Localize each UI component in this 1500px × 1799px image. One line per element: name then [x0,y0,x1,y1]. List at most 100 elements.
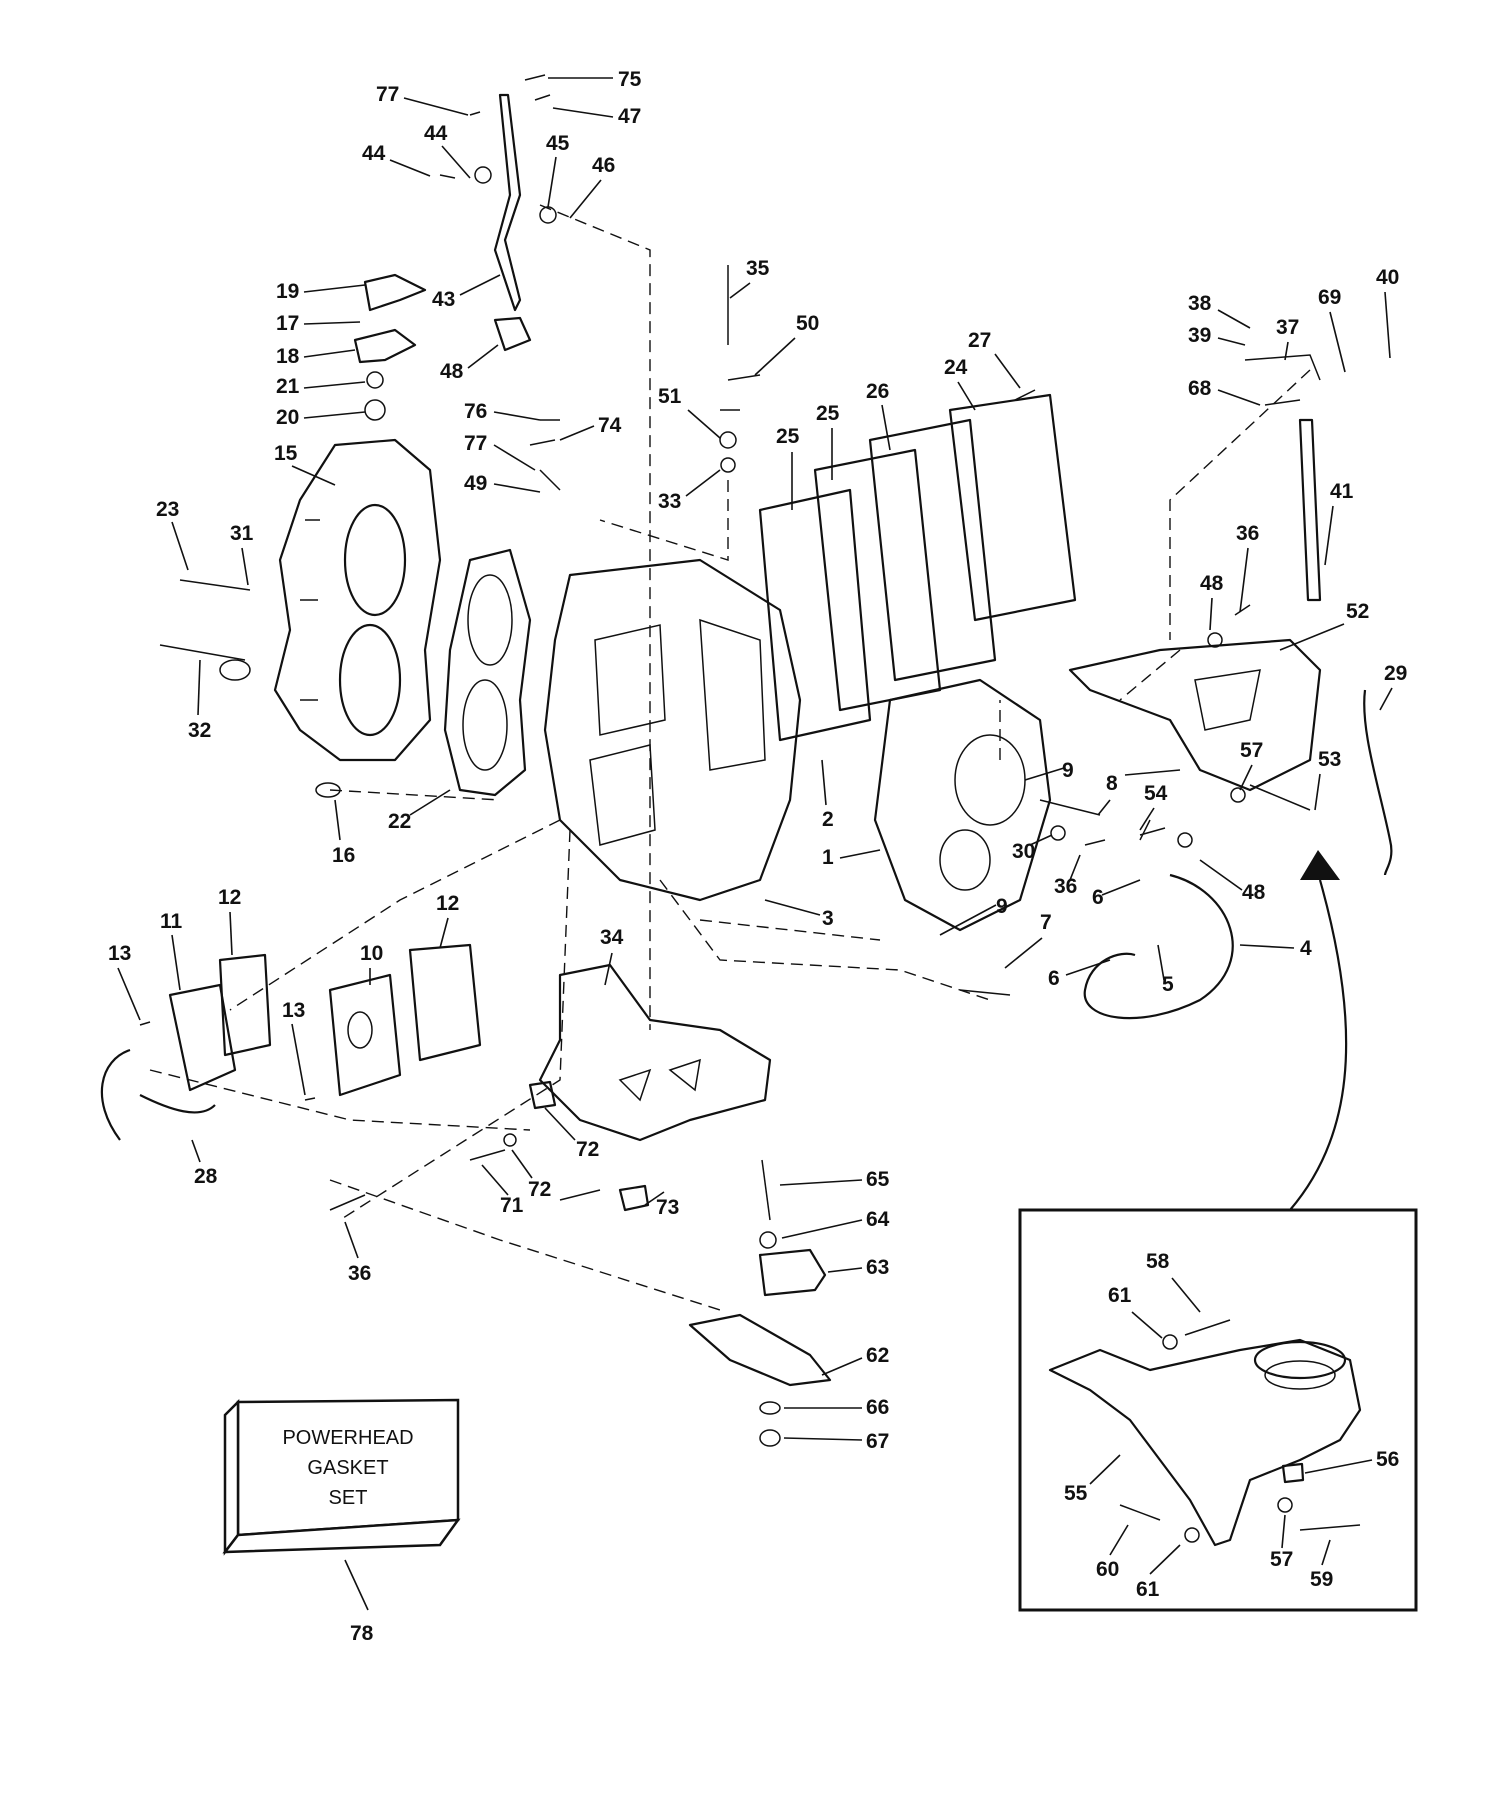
callout-37: 37 [1276,316,1299,339]
callout-19: 20 [276,406,299,429]
callout-64: 64 [866,1208,890,1231]
callout-76: 76 [464,400,487,423]
gasket-set-line-2: GASKET [307,1457,388,1479]
callout-47: 48 [440,360,464,383]
callout-48a: 48 [1200,572,1224,595]
inset-callout-61a: 61 [1108,1284,1132,1307]
assembly-lines [149,204,1311,1311]
callout-69: 69 [1318,286,1341,309]
callout-33: 34 [600,926,624,949]
callout-34: 35 [746,257,770,280]
callout-73: 74 [598,414,622,437]
mounting-bracket [538,963,772,1142]
inset-callout-56: 56 [1376,1448,1399,1471]
throttle-arm [493,93,522,312]
callout-1: 1 [822,846,834,869]
callout-54: 54 [1144,782,1168,805]
callout-15: 16 [332,844,355,867]
callout-44b: 45 [546,132,570,155]
callout-9b: 9 [996,895,1008,918]
callout-11: 11 [160,910,183,933]
inset-callout-57: 57 [1270,1548,1293,1571]
callout-14: 15 [274,442,298,465]
callout-22: 23 [156,498,179,521]
callout-8: 8 [1106,772,1118,795]
callout-32: 33 [658,490,681,513]
callout-6b: 6 [1048,967,1060,990]
shaft [1244,354,1322,602]
callout-67: 67 [866,1430,889,1453]
callout-16: 17 [276,312,299,335]
callout-6a: 6 [1092,886,1104,909]
inset-callout-58: 58 [1146,1250,1170,1273]
callout-74: 75 [618,68,642,91]
callout-29: 30 [1012,840,1035,863]
callout-45: 46 [592,154,615,177]
callout-2: 2 [822,808,834,831]
gasket-set-box: POWERHEAD GASKET SET 78 [222,1398,461,1645]
callout-39: 39 [1188,324,1211,347]
callout-40: 40 [1376,266,1399,289]
callout-25a: 25 [776,425,800,448]
crankcase-half [873,678,1052,932]
cylinder-block [543,558,802,902]
cylinder-head [273,438,442,762]
fuel-hose [1083,873,1234,1020]
gasket-set-line-1: POWERHEAD [282,1427,413,1449]
callout-51: 51 [658,385,682,408]
callout-70: 71 [500,1194,524,1217]
callout-12b: 12 [436,892,459,915]
head-gasket [443,548,532,797]
fasteners [139,74,1311,1447]
callout-49: 49 [464,472,487,495]
callout-13b: 13 [282,999,305,1022]
callout-44a: 44 [424,122,448,145]
callout-42: 43 [432,288,455,311]
inset-callout-60: 60 [1096,1558,1119,1581]
callout-30: 31 [230,522,254,545]
callout-68: 68 [1188,377,1212,400]
callout-10: 10 [360,942,383,965]
callout-20: 21 [276,375,300,398]
callout-65: 65 [866,1168,890,1191]
callout-5: 5 [1162,973,1174,996]
callout-9a: 9 [1062,759,1074,782]
callout-50: 50 [796,312,819,335]
exhaust-plates [758,393,1077,742]
callout-31: 32 [188,719,211,742]
callout-18: 19 [276,280,299,303]
callout-24: 25 [816,402,840,425]
callout-75: 77 [376,83,399,106]
callout-52: 52 [1346,600,1369,623]
lever-bracket [1068,638,1322,792]
callout-46: 47 [618,105,641,128]
callout-62: 62 [866,1344,889,1367]
callout-28: 29 [1384,662,1407,685]
callout-3: 3 [822,907,834,930]
callout-48b: 48 [1242,881,1266,904]
callout-72b: 73 [656,1196,679,1219]
callout-27: 28 [194,1165,218,1188]
bypass-covers [168,943,482,1097]
callout-43: 44 [362,142,386,165]
callout-13a: 13 [108,942,131,965]
primer-hose [100,1048,216,1141]
callout-38: 38 [1188,292,1212,315]
callout-7: 7 [1040,911,1052,934]
callout-17: 18 [276,345,300,368]
inset-panel: 58 61 56 55 57 59 60 61 [1018,1208,1418,1612]
inset-callout-59: 59 [1310,1568,1333,1591]
gasket-set-line-3: SET [329,1487,368,1509]
callout-71: 72 [528,1178,551,1201]
callout-4: 4 [1300,937,1312,960]
inset-callout-61b: 61 [1136,1578,1160,1601]
callout-78: 78 [350,1622,374,1645]
callout-35: 36 [1054,875,1077,898]
callout-72a: 72 [576,1138,599,1161]
callout-66: 66 [866,1396,889,1419]
callout-21: 22 [388,810,411,833]
inset-arrow [1289,850,1348,1211]
callout-26: 27 [968,329,991,352]
callout-41: 41 [1330,480,1354,503]
